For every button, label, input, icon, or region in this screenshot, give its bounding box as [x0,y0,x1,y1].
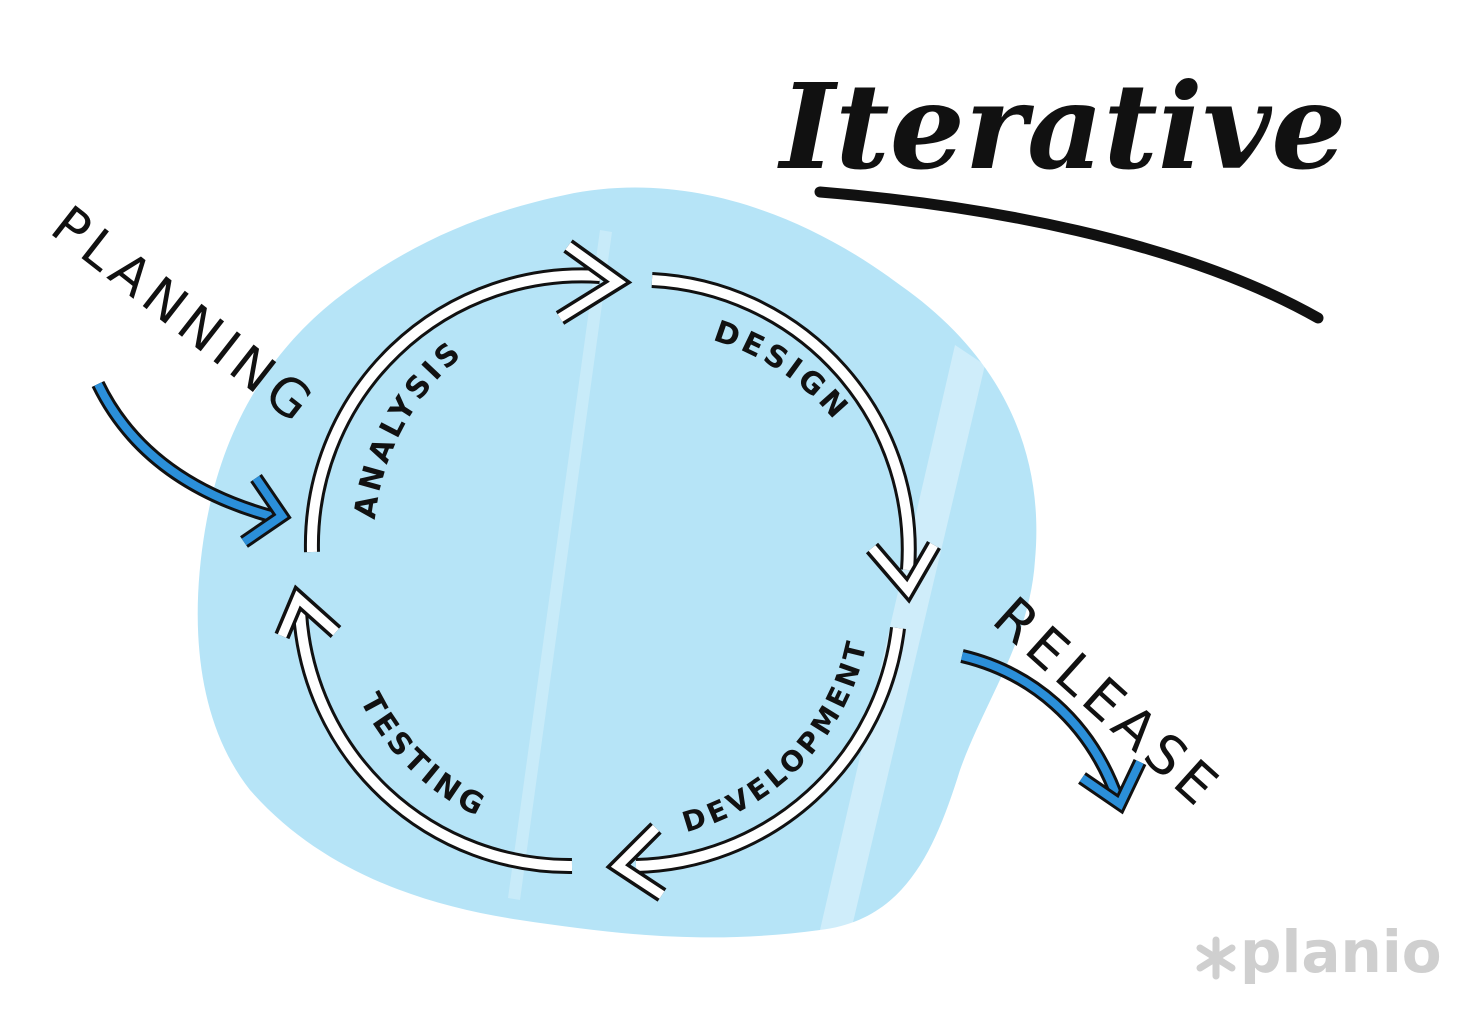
diagram-title: Iterative [777,57,1346,196]
entry-arrow [91,380,292,548]
exit-arrow [960,649,1147,815]
logo-text: planio [1240,918,1442,986]
arrowheads [274,239,941,902]
blob-highlight [508,230,612,900]
entry-label: PLANNING [40,195,327,438]
cycle-ring [292,267,917,875]
asterisk-icon [1196,936,1236,980]
background-blob [197,187,1037,938]
planio-logo: planio [1196,918,1442,986]
title-underline [814,186,1324,324]
